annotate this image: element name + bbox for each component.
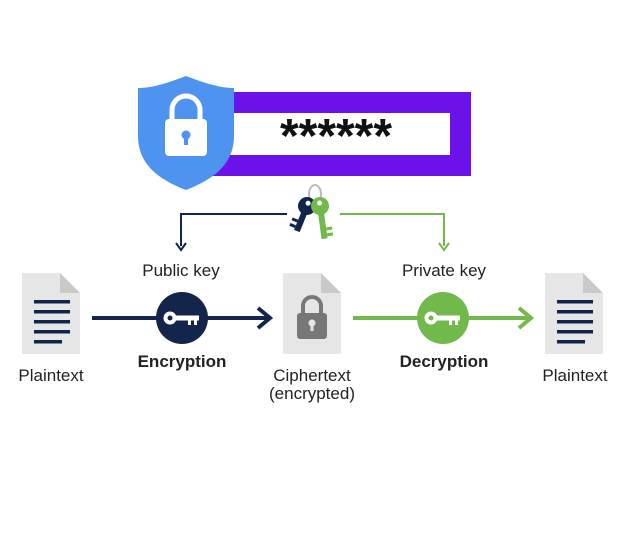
public-key-label: Public key [142, 261, 220, 280]
password-field [227, 113, 450, 155]
password-mask: ****** [280, 110, 392, 163]
key-pair-icon [289, 184, 334, 240]
public-key-connector [175, 213, 287, 252]
plaintext-document-left [22, 273, 80, 354]
plaintext-left-label: Plaintext [18, 366, 84, 385]
private-key-connector [340, 213, 450, 252]
private-key-icon [417, 292, 469, 344]
decryption-label: Decryption [399, 352, 489, 371]
encryption-label: Encryption [137, 352, 227, 371]
shield-lock-icon [138, 76, 234, 190]
ciphertext-document [283, 273, 341, 354]
document-lines-icon [34, 300, 70, 344]
plaintext-document-right [545, 273, 603, 354]
password-banner: ****** [196, 92, 471, 176]
ciphertext-label: Ciphertext [273, 366, 351, 385]
public-key-icon [156, 292, 208, 344]
plaintext-right-label: Plaintext [542, 366, 608, 385]
document-lines-icon [557, 300, 593, 344]
private-key-label: Private key [401, 261, 487, 280]
lock-icon [297, 295, 327, 339]
ciphertext-sublabel: (encrypted) [269, 384, 355, 403]
